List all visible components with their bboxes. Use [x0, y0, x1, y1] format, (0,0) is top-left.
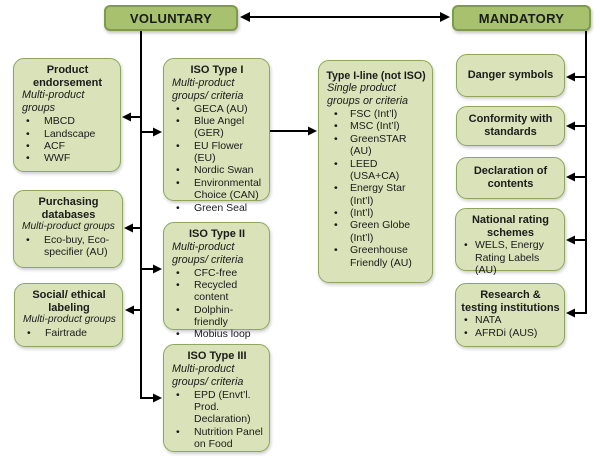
bullet-list: CFC-free Recycled content Dolphin-friend…: [169, 267, 265, 342]
bullet-list: WELS, Energy Rating Labels (AU): [461, 239, 560, 276]
bullet-item: Nutrition Panel on Food: [169, 426, 265, 451]
bullet-item: Landscape: [19, 128, 116, 141]
iso1-to-type1line-arrow: [270, 126, 317, 136]
bullet-list: MBCD Landscape ACF WWF: [19, 115, 116, 165]
bullet-item: Green Globe (Int’l): [324, 219, 428, 244]
box-title: ISO Type III: [187, 350, 247, 362]
bullet-item: Nordic Swan: [169, 164, 265, 177]
bullet-item: CFC-free: [169, 267, 265, 280]
box-title: Social/ ethical labeling: [32, 289, 106, 314]
box-title: Type I-line (not ISO): [326, 70, 426, 82]
box-declaration-of-contents: Declaration of contents: [456, 157, 565, 199]
bullet-item: NATA: [461, 314, 560, 327]
box-title: Declaration of contents: [473, 165, 548, 190]
bullet-item: WWF: [19, 152, 116, 165]
box-purchasing-databases: Purchasing databases Multi-product group…: [13, 190, 123, 268]
bullet-item: GECA (AU): [169, 103, 265, 116]
box-subtitle: Multi-product groups: [23, 314, 116, 326]
mandatory-trunk-line: [566, 31, 587, 318]
bullet-item: Green Seal: [169, 202, 265, 215]
bullet-item: (Int’l): [324, 207, 428, 220]
bullet-item: ACF: [19, 140, 116, 153]
box-iso-type-3: ISO Type III Multi-product groups/ crite…: [163, 344, 270, 452]
box-type-1-line-not-iso: Type I-line (not ISO) Single product gro…: [318, 60, 433, 283]
bullet-item: Recycled content: [169, 279, 265, 304]
box-national-rating-schemes: National rating schemes WELS, Energy Rat…: [455, 208, 565, 276]
bullet-list: FSC (Int’l) MSC (Int’l) GreenSTAR (AU) L…: [324, 108, 428, 269]
box-subtitle: Multi-product groups: [22, 89, 85, 115]
box-title: ISO Type II: [188, 228, 246, 240]
bullet-list: NATA AFRDi (AUS): [461, 314, 560, 339]
bullet-item: Dolphin-friendly: [169, 304, 265, 329]
bullet-item: FSC (Int’l): [324, 108, 428, 121]
bullet-list: EPD (Envt’l. Prod. Declaration) Nutritio…: [169, 389, 265, 451]
bullet-item: GreenSTAR (AU): [324, 133, 428, 158]
box-title: Product endorsement: [32, 64, 103, 89]
box-subtitle: Multi-product groups: [22, 221, 115, 233]
box-research-testing-institutions: Research & testing institutions NATA AFR…: [455, 283, 565, 347]
bullet-item: Greenhouse Friendly (AU): [324, 244, 428, 269]
box-subtitle: Multi-product groups/ criteria: [172, 76, 244, 102]
box-title: Purchasing databases: [38, 196, 99, 221]
bullet-item: Environmental Choice (CAN): [169, 177, 265, 202]
box-conformity-with-standards: Conformity with standards: [456, 106, 565, 146]
header-voluntary: VOLUNTARY: [104, 5, 238, 31]
box-product-endorsement: Product endorsement Multi-product groups…: [13, 58, 121, 172]
bullet-item: Eco-buy, Eco-specifier (AU): [19, 234, 118, 259]
voluntary-mandatory-double-arrow: [240, 12, 450, 22]
bullet-item: Mobius loop: [169, 328, 265, 341]
bullet-item: Fairtrade: [20, 327, 118, 340]
box-title: Conformity with standards: [468, 113, 553, 138]
box-danger-symbols: Danger symbols: [456, 54, 565, 97]
bullet-list: Fairtrade: [20, 327, 118, 340]
box-title: Danger symbols: [467, 69, 554, 82]
box-subtitle: Multi-product groups/ criteria: [172, 240, 244, 266]
bullet-list: Eco-buy, Eco-specifier (AU): [19, 234, 118, 259]
box-title: National rating schemes: [471, 214, 549, 239]
voluntary-trunk-line: [122, 31, 162, 403]
bullet-item: MBCD: [19, 115, 116, 128]
header-mandatory: MANDATORY: [452, 5, 591, 31]
bullet-item: EU Flower (EU): [169, 140, 265, 165]
bullet-item: Energy Star (Int’l): [324, 182, 428, 207]
bullet-item: EPD (Envt’l. Prod. Declaration): [169, 389, 265, 426]
box-title: Research & testing institutions: [461, 289, 560, 314]
bullet-item: MSC (Int’l): [324, 120, 428, 133]
bullet-item: WELS, Energy Rating Labels (AU): [461, 239, 560, 276]
box-subtitle: Single product groups or criteria: [327, 82, 409, 108]
box-subtitle: Multi-product groups/ criteria: [172, 362, 244, 388]
bullet-list: GECA (AU) Blue Angel (GER) EU Flower (EU…: [169, 103, 265, 215]
box-iso-type-2: ISO Type II Multi-product groups/ criter…: [163, 222, 270, 341]
bullet-item: AFRDi (AUS): [461, 327, 560, 340]
box-social-ethical-labeling: Social/ ethical labeling Multi-product g…: [14, 283, 123, 347]
bullet-item: Blue Angel (GER): [169, 115, 265, 140]
bullet-item: LEED (USA+CA): [324, 158, 428, 183]
box-iso-type-1: ISO Type I Multi-product groups/ criteri…: [163, 58, 270, 214]
box-title: ISO Type I: [190, 64, 244, 76]
